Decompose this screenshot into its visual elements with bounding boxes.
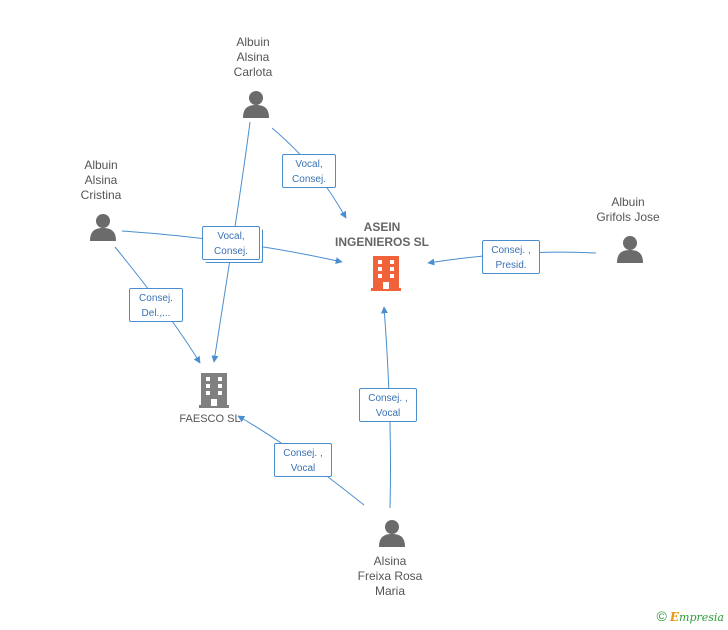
edge-label-grifols-asein[interactable]: Consej. , Presid. xyxy=(482,240,540,274)
edge-label-freixa-asein[interactable]: Consej. , Vocal xyxy=(359,388,417,422)
asein-line1: ASEIN xyxy=(363,220,401,234)
cristina-line3: Cristina xyxy=(80,188,122,202)
node-label-carlota[interactable]: Albuin Alsina Carlota xyxy=(198,35,308,80)
freixa-line2: Freixa Rosa xyxy=(357,569,423,583)
edge-label-cristina-faesco-line2: Del.,... xyxy=(141,308,171,319)
edge-label-freixa-asein-line1: Consej. , xyxy=(368,393,408,404)
person-icon-cristina[interactable] xyxy=(90,214,116,241)
asein-line2: INGENIEROS SL xyxy=(334,235,429,249)
node-label-grifols[interactable]: Albuin Grifols Jose xyxy=(573,195,683,225)
edge-label-freixa-faesco-line1: Consej. , xyxy=(283,448,323,459)
node-label-cristina[interactable]: Albuin Alsina Cristina xyxy=(46,158,156,203)
edge-label-cristina-faesco-line1: Consej. xyxy=(139,293,173,304)
person-icon-grifols[interactable] xyxy=(617,236,643,263)
edge-label-freixa-asein-line2: Vocal xyxy=(375,408,401,419)
edge-label-carlota-asein-line2: Consej. xyxy=(292,174,326,185)
grifols-line1: Albuin xyxy=(611,195,645,209)
edge-label-carlota-asein-line1: Vocal, xyxy=(295,159,323,170)
edge-label-carlota-asein[interactable]: Vocal, Consej. xyxy=(282,154,336,188)
person-icon-carlota[interactable] xyxy=(243,91,269,118)
edge-label-freixa-faesco-line2: Vocal xyxy=(290,463,316,474)
faesco-line1: FAESCO SL xyxy=(179,413,241,425)
brand-name: mpresia xyxy=(679,611,724,624)
edge-label-cristina-mixed-line2: Consej. xyxy=(214,246,248,257)
edge-label-cristina-mixed-line1: Vocal, xyxy=(217,231,245,242)
grifols-line2: Grifols Jose xyxy=(596,210,660,224)
carlota-line3: Carlota xyxy=(233,65,273,79)
carlota-line1: Albuin xyxy=(236,35,270,49)
copyright-symbol: © xyxy=(656,608,667,624)
edge-label-freixa-faesco[interactable]: Consej. , Vocal xyxy=(274,443,332,477)
edge-label-cristina-mixed[interactable]: Vocal, Consej. xyxy=(202,226,260,260)
edge-label-grifols-asein-line1: Consej. , xyxy=(491,245,531,256)
node-label-asein[interactable]: ASEIN INGENIEROS SL xyxy=(326,220,438,250)
freixa-line3: Maria xyxy=(374,584,405,598)
person-icon-freixa[interactable] xyxy=(379,520,405,547)
brand-watermark: ©Empresia xyxy=(657,608,724,624)
cristina-line2: Alsina xyxy=(84,173,118,187)
edge-label-grifols-asein-line2: Presid. xyxy=(495,260,527,271)
node-label-freixa[interactable]: Alsina Freixa Rosa Maria xyxy=(335,554,445,599)
building-icon-faesco[interactable] xyxy=(199,373,229,408)
freixa-line1: Alsina xyxy=(373,554,407,568)
edge-label-cristina-faesco[interactable]: Consej. Del.,... xyxy=(129,288,183,322)
node-label-faesco[interactable]: FAESCO SL xyxy=(165,412,255,427)
carlota-line2: Alsina xyxy=(236,50,270,64)
building-icon-asein[interactable] xyxy=(371,256,401,291)
cristina-line1: Albuin xyxy=(84,158,118,172)
brand-logo-e: E xyxy=(669,610,680,624)
